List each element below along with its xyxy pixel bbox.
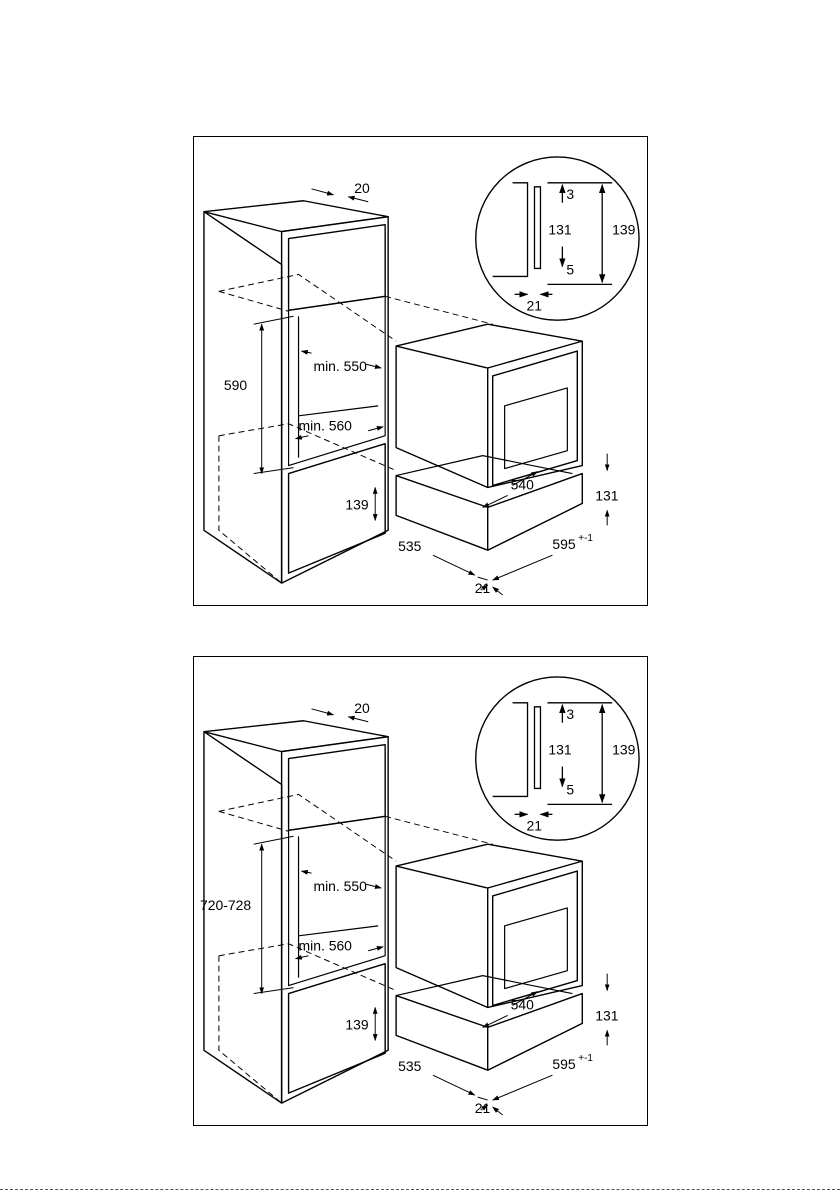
- appliance-door: [493, 351, 578, 485]
- cabinet-front-frame: [282, 737, 389, 1103]
- detail-dim-5: 5: [566, 261, 574, 277]
- cabinet-niche: [289, 296, 386, 465]
- appliance-window: [505, 388, 568, 469]
- appliance-door: [493, 871, 578, 1005]
- dim-niche-height: 720-728: [200, 897, 251, 913]
- cabinet-front-frame: [282, 217, 389, 583]
- installation-drawing-1: 20 590 min. 550 min. 560 139 535 540 595…: [193, 136, 648, 606]
- detail-circle: 3 131 139 5 21: [476, 157, 639, 320]
- appliance-window: [505, 908, 568, 989]
- detail-dim-131: 131: [548, 742, 571, 758]
- dim-width-595: 595: [552, 1056, 575, 1072]
- detail-dim-131: 131: [548, 222, 571, 238]
- dim-min-550: min. 550: [313, 358, 367, 374]
- dim-drawer-height: 139: [345, 1016, 368, 1032]
- dim-min-550: min. 550: [313, 878, 367, 894]
- cabinet-top-door: [289, 225, 386, 311]
- detail-dim-139: 139: [612, 742, 635, 758]
- cabinet-side-panel: [204, 732, 282, 1103]
- cabinet-bottom-door: [289, 964, 386, 1093]
- detail-dim-139: 139: [612, 222, 635, 238]
- dim-depth-540: 540: [511, 476, 534, 492]
- dim-niche-height: 590: [224, 377, 247, 393]
- installation-diagram: 20 720-728 min. 550 min. 560 139 535 540…: [194, 657, 647, 1125]
- cabinet-top-panel: [204, 721, 388, 752]
- cabinet-bottom-door: [289, 444, 386, 573]
- dim-top-offset: 20: [354, 180, 370, 196]
- dim-gap-21: 21: [475, 1100, 491, 1116]
- dim-depth-540: 540: [511, 996, 534, 1012]
- installation-drawing-2: 20 720-728 min. 550 min. 560 139 535 540…: [193, 656, 648, 1126]
- dim-gap-21: 21: [475, 580, 491, 596]
- dim-width-595: 595: [552, 536, 575, 552]
- dim-min-560: min. 560: [299, 418, 353, 434]
- page-bottom-rule: [0, 1189, 840, 1190]
- dim-min-560: min. 560: [299, 938, 353, 954]
- detail-dim-3: 3: [566, 706, 574, 722]
- detail-dim-21: 21: [527, 297, 543, 313]
- cabinet-top-door: [289, 745, 386, 831]
- installation-diagram: 20 590 min. 550 min. 560 139 535 540 595…: [194, 137, 647, 605]
- detail-dim-21: 21: [527, 817, 543, 833]
- cabinet-side-panel: [204, 212, 282, 583]
- dim-depth-535: 535: [398, 1058, 421, 1074]
- cabinet-niche: [289, 816, 386, 985]
- dim-height-131: 131: [595, 1007, 618, 1023]
- dim-drawer-height: 139: [345, 496, 368, 512]
- dim-top-offset: 20: [354, 700, 370, 716]
- dim-depth-535: 535: [398, 538, 421, 554]
- detail-dim-3: 3: [566, 186, 574, 202]
- cabinet-top-panel: [204, 201, 388, 232]
- dim-height-131: 131: [595, 487, 618, 503]
- dim-width-tolerance: +-1: [578, 533, 593, 544]
- detail-circle: 3 131 139 5 21: [476, 677, 639, 840]
- detail-dim-5: 5: [566, 781, 574, 797]
- dim-width-tolerance: +-1: [578, 1053, 593, 1064]
